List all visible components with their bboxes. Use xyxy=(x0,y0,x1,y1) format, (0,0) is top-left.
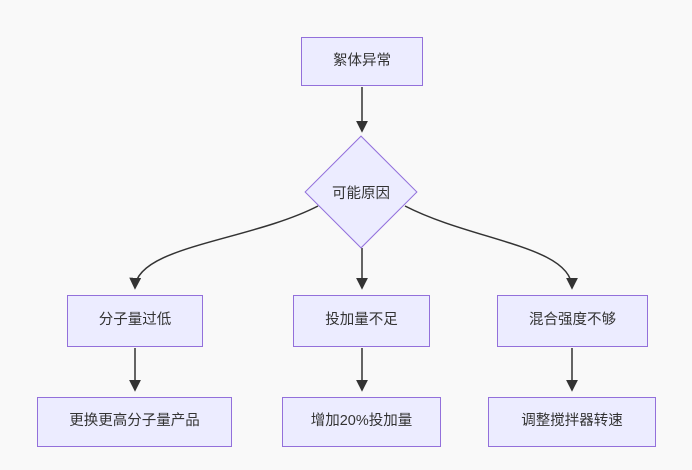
node-decision-label: 可能原因 xyxy=(332,185,390,202)
node-action-switch-product: 更换更高分子量产品 xyxy=(37,397,232,447)
node-action1-label: 更换更高分子量产品 xyxy=(69,413,200,430)
edge-decision-to-cause3 xyxy=(404,205,578,290)
node-action2-label: 增加20%投加量 xyxy=(310,413,413,430)
node-cause-insufficient-dosage: 投加量不足 xyxy=(293,295,430,347)
node-problem: 絮体异常 xyxy=(301,37,423,86)
node-cause2-label: 投加量不足 xyxy=(325,312,398,329)
node-problem-label: 絮体异常 xyxy=(333,52,391,69)
node-action-adjust-agitator: 调整搅拌器转速 xyxy=(488,397,656,447)
node-cause3-label: 混合强度不够 xyxy=(529,312,616,329)
edge-decision-to-cause1 xyxy=(129,205,319,290)
node-cause1-label: 分子量过低 xyxy=(98,312,172,329)
node-cause-low-molecular-weight: 分子量过低 xyxy=(67,295,203,347)
node-decision: 可能原因 xyxy=(304,135,418,249)
node-action-increase-dosage: 增加20%投加量 xyxy=(282,397,441,447)
node-action3-label: 调整搅拌器转速 xyxy=(521,413,623,430)
node-cause-insufficient-mixing: 混合强度不够 xyxy=(497,295,648,347)
